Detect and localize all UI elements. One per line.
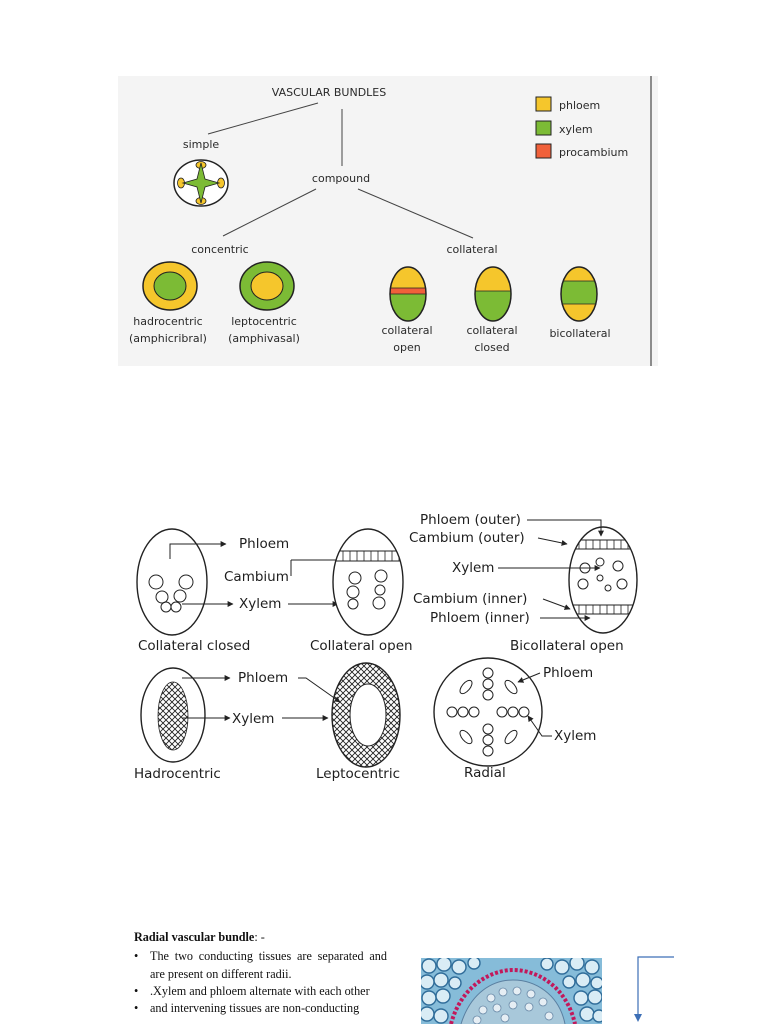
- label-phloem-3: Phloem: [543, 665, 593, 681]
- legend-swatch-procambium: [535, 143, 552, 159]
- label-cambium-inner: Cambium (inner): [413, 591, 527, 607]
- caption-collateral-open: Collateral open: [310, 638, 413, 654]
- leptocentric-label-2: (amphivasal): [228, 332, 300, 345]
- compound-label: compound: [312, 172, 370, 185]
- bicollateral-open-drawing: [568, 526, 638, 634]
- radial-bundle-notes: Radial vascular bundle: - The two conduc…: [134, 929, 387, 1018]
- hadrocentric-label-2: (amphicribral): [129, 332, 207, 345]
- legend-swatch-phloem: [535, 96, 552, 112]
- phloem-pointer-3: [517, 672, 541, 683]
- leptocentric-drawing: [331, 662, 401, 768]
- root-cross-section-image: [421, 958, 602, 1024]
- caption-collateral-closed: Collateral closed: [138, 638, 250, 654]
- caption-radial: Radial: [464, 765, 506, 781]
- hadrocentric-label-1: hadrocentric: [133, 315, 202, 328]
- collateral-closed-label-1: collateral: [466, 324, 517, 337]
- collateral-open-figure: [389, 266, 427, 322]
- notes-heading-line: Radial vascular bundle: -: [134, 929, 387, 946]
- legend-label-xylem: xylem: [559, 123, 593, 136]
- simple-label: simple: [183, 138, 220, 151]
- notes-heading-suffix: : -: [254, 930, 265, 944]
- xylem-pointer-4: [527, 715, 552, 737]
- hadrocentric-drawing: [140, 667, 231, 763]
- bundle-types-diagram: Phloem Cambium Xylem: [130, 504, 640, 789]
- list-item: .Xylem and phloem alternate with each ot…: [134, 983, 387, 1001]
- legend-label-phloem: phloem: [559, 99, 600, 112]
- collateral-closed-figure: [474, 266, 512, 322]
- label-phloem-outer: Phloem (outer): [420, 512, 521, 528]
- label-xylem-1: Xylem: [239, 596, 281, 612]
- caption-hadrocentric: Hadrocentric: [134, 766, 221, 782]
- list-item: The two conducting tissues are separated…: [134, 948, 387, 983]
- cambium-outer-pointer: [537, 537, 568, 546]
- bicollateral-figure: [560, 266, 598, 322]
- label-xylem-2: Xylem: [232, 711, 274, 727]
- radial-drawing: [433, 657, 543, 767]
- caption-leptocentric: Leptocentric: [316, 766, 400, 782]
- collateral-closed-drawing: [136, 528, 234, 636]
- caption-bicollateral-open: Bicollateral open: [510, 638, 624, 654]
- collateral-closed-label-2: closed: [474, 341, 509, 354]
- collateral-open-label-1: collateral: [381, 324, 432, 337]
- simple-bundle-figure: [173, 159, 229, 207]
- root-label: VASCULAR BUNDLES: [272, 86, 386, 99]
- collateral-label: collateral: [446, 243, 497, 256]
- phloem-pointer-2: [298, 677, 341, 703]
- legend: phloem xylem procambium: [535, 96, 628, 159]
- notes-heading: Radial vascular bundle: [134, 930, 255, 944]
- bicollateral-label: bicollateral: [549, 327, 610, 340]
- classification-diagram: VASCULAR BUNDLES simple compound concent…: [118, 76, 658, 366]
- list-item: and intervening tissues are non-conducti…: [134, 1000, 387, 1018]
- collateral-open-label-2: open: [393, 341, 420, 354]
- arrow-connector: [630, 952, 680, 1024]
- leptocentric-label-1: leptocentric: [231, 315, 297, 328]
- legend-label-procambium: procambium: [559, 146, 628, 159]
- label-xylem-4: Xylem: [554, 728, 596, 744]
- tree-connectors: [207, 102, 474, 239]
- legend-swatch-xylem: [535, 120, 552, 136]
- notes-list: The two conducting tissues are separated…: [134, 948, 387, 1017]
- leptocentric-figure: [239, 261, 295, 311]
- label-cambium-outer: Cambium (outer): [409, 530, 525, 546]
- label-cambium: Cambium: [224, 569, 289, 585]
- cambium-inner-pointer: [542, 598, 571, 610]
- label-xylem-3: Xylem: [452, 560, 494, 576]
- label-phloem-2: Phloem: [238, 670, 288, 686]
- concentric-label: concentric: [191, 243, 248, 256]
- collateral-open-drawing: [332, 528, 404, 636]
- hadrocentric-figure: [142, 261, 198, 311]
- label-phloem-inner: Phloem (inner): [430, 610, 530, 626]
- phloem-outer-pointer: [527, 519, 604, 537]
- label-phloem-1: Phloem: [239, 536, 289, 552]
